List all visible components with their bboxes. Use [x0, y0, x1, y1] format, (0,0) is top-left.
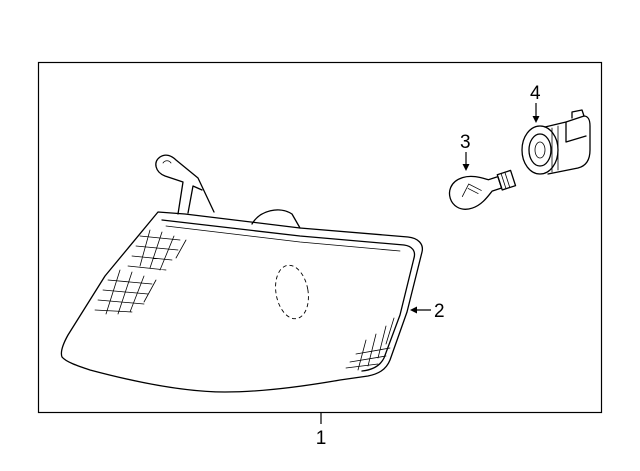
bulb-socket: [521, 109, 591, 175]
callout-4-arrowhead: [532, 116, 540, 123]
callout-2-label: 2: [434, 301, 445, 322]
diagram-frame: [37, 61, 603, 414]
callout-1-label: 1: [316, 428, 327, 449]
callout-3-arrowhead: [462, 164, 470, 171]
callout-3-label: 3: [460, 132, 471, 153]
callout-2-arrowhead: [410, 306, 417, 314]
callout-4-label: 4: [530, 83, 541, 104]
hidden-outline: [275, 264, 309, 320]
bulb: [448, 169, 517, 210]
corner-lamp-assembly: [60, 154, 424, 393]
